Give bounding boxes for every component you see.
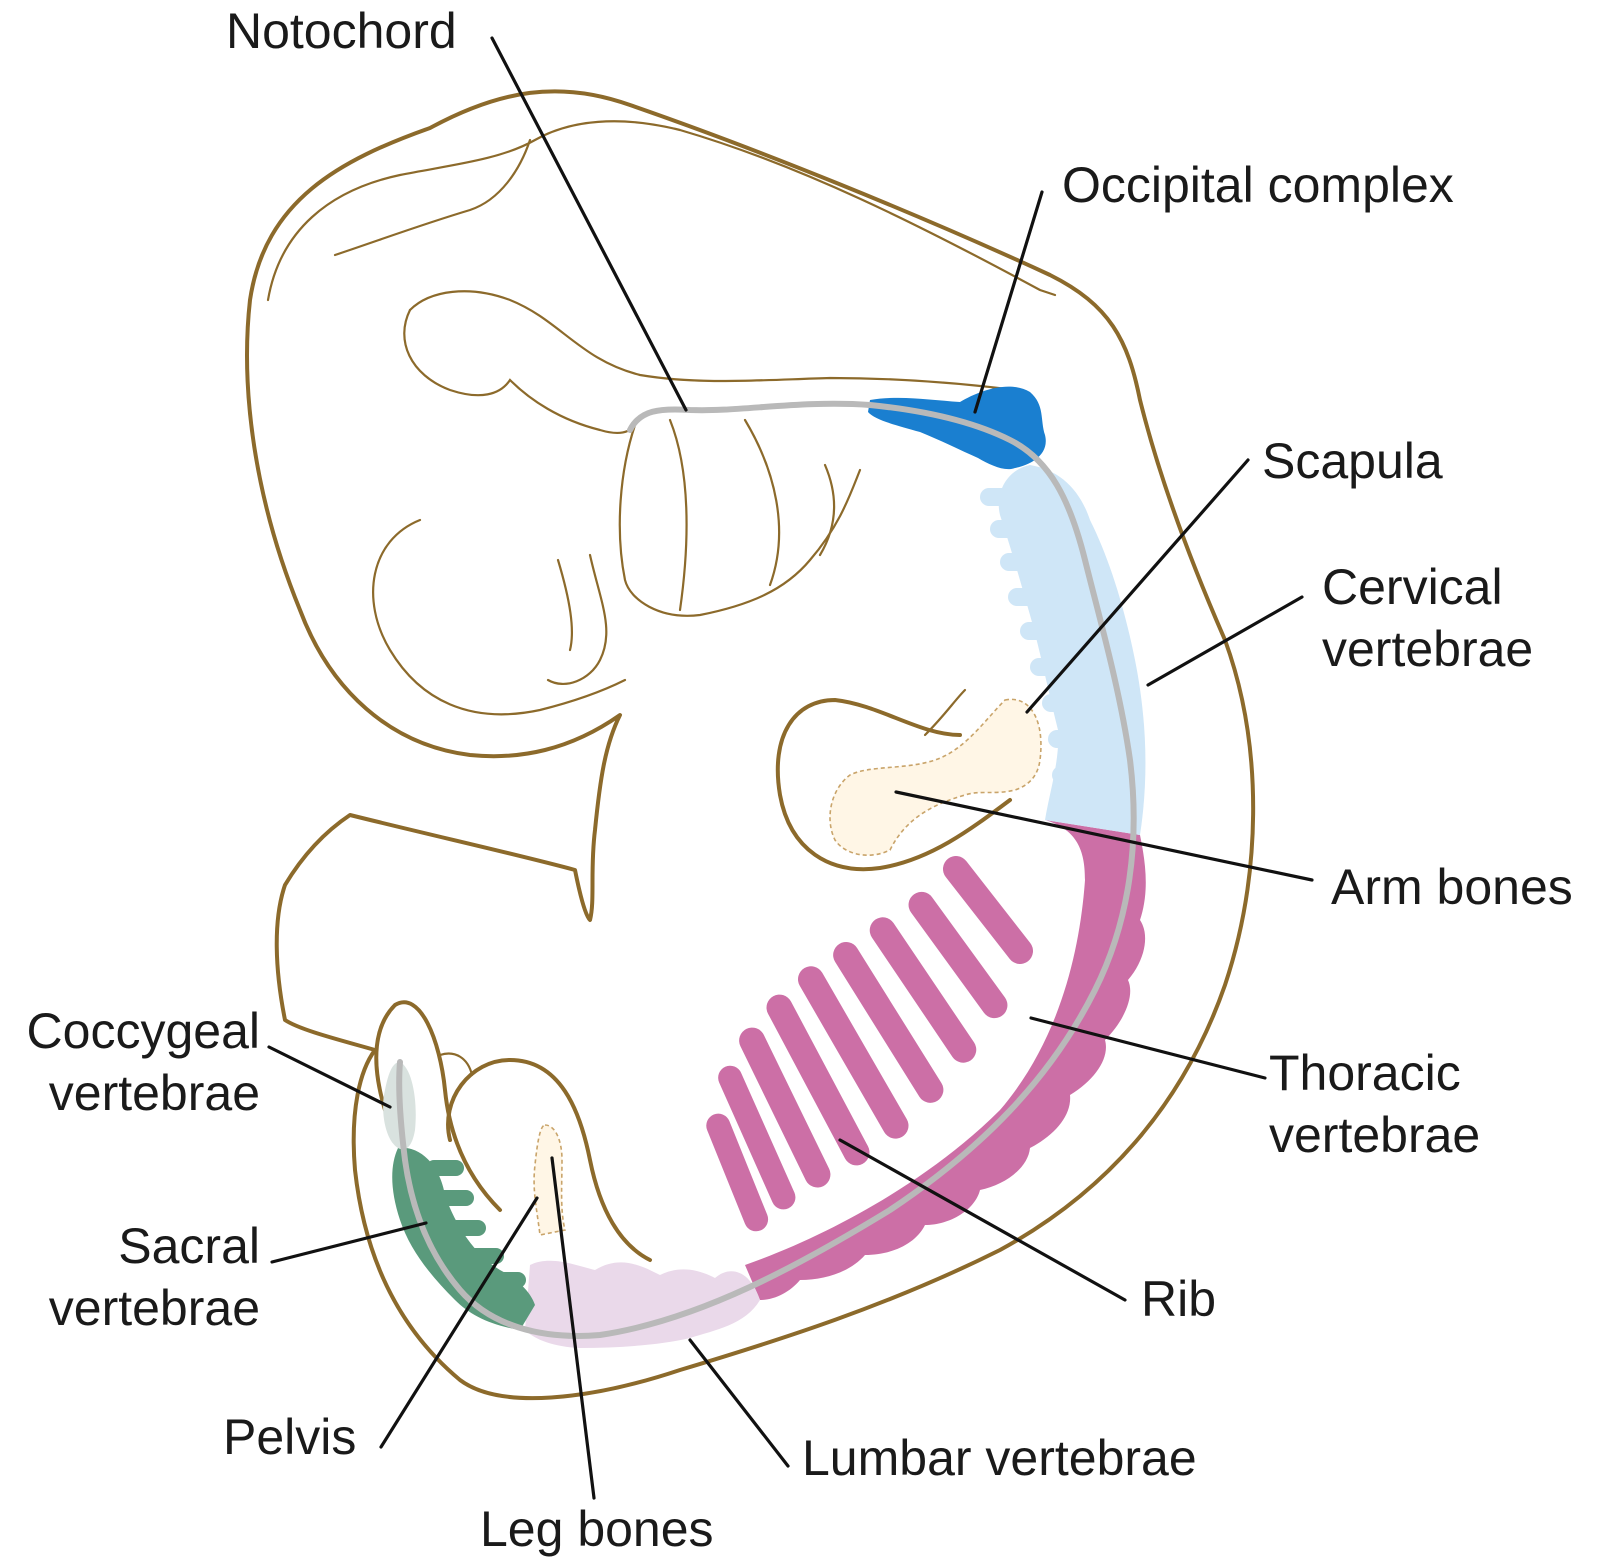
leader-occipital [973,190,1044,414]
maxilla [546,553,608,685]
rib-1 [942,856,1034,964]
embryo-body [245,89,1256,1401]
notochord-line [396,400,1137,1339]
leader-notochord [490,36,688,412]
arch-3 [818,463,836,557]
leader-arm-bones [894,790,1314,882]
label-scapula: Scapula [1262,433,1443,489]
rib-2 [908,891,1008,1019]
label-notochord: Notochord [226,3,457,59]
leader-cervical [1146,595,1304,687]
rib-3 [869,917,977,1063]
label-rib: Rib [1141,1271,1216,1327]
label-arm-bones: Arm bones [1331,859,1573,915]
arch-2 [743,418,781,587]
arm-bud-crease [923,688,967,737]
leader-sacral [270,1221,428,1264]
label-sacral-line1: Sacral [118,1218,260,1274]
face-contour [618,423,862,617]
optic-cup [403,308,637,434]
jaw [556,558,573,652]
rib-5 [798,966,909,1139]
label-thoracic-line1: Thoracic [1269,1045,1461,1101]
arch-1 [668,418,688,612]
scapula-primordium [829,698,1042,856]
forebrain-contour [372,518,627,716]
label-coccygeal-line1: Coccygeal [27,1003,260,1059]
tail [374,1000,502,1212]
leader-leg-bones [550,1156,596,1500]
ribs [706,856,1034,1232]
leg-bud [446,1058,652,1262]
label-occipital-complex: Occipital complex [1062,157,1454,213]
label-coccygeal-line2: vertebrae [49,1065,260,1121]
leader-thoracic [1029,1016,1267,1080]
leader-coccygeal [267,1045,392,1109]
leader-rib [838,1138,1127,1302]
occipital-complex [868,386,1046,470]
cervical-processes [980,488,1102,784]
brain-vesicle [333,138,532,257]
leader-lines [267,36,1314,1500]
sacral-vertebrae [392,1147,535,1330]
label-lumbar-vertebrae: Lumbar vertebrae [802,1430,1197,1486]
rib-7 [739,1027,831,1188]
leader-lumbar [688,1338,790,1468]
label-cervical-line2: vertebrae [1322,621,1533,677]
label-leg-bones: Leg bones [480,1501,714,1557]
lumbar-vertebrae [525,1260,760,1348]
rib-6 [766,994,870,1166]
rib-9 [706,1113,769,1232]
rib-4 [833,942,944,1103]
tail-fold [438,1052,474,1077]
leader-pelvis [379,1196,539,1449]
optic-region [408,290,1017,392]
arm-bud [775,698,1012,872]
thoracic-vertebrae-band [745,820,1146,1300]
rib-8 [718,1065,796,1210]
labels: Notochord Occipital complex Scapula Cerv… [27,3,1573,1557]
sacral-processes [426,1160,526,1288]
label-sacral-line2: vertebrae [49,1280,260,1336]
body-outline [245,89,1256,1401]
leader-scapula [1025,458,1250,714]
label-thoracic-line2: vertebrae [1269,1107,1480,1163]
label-cervical-line1: Cervical [1322,559,1503,615]
head-inner-contour [266,120,1057,302]
label-pelvis: Pelvis [223,1409,356,1465]
